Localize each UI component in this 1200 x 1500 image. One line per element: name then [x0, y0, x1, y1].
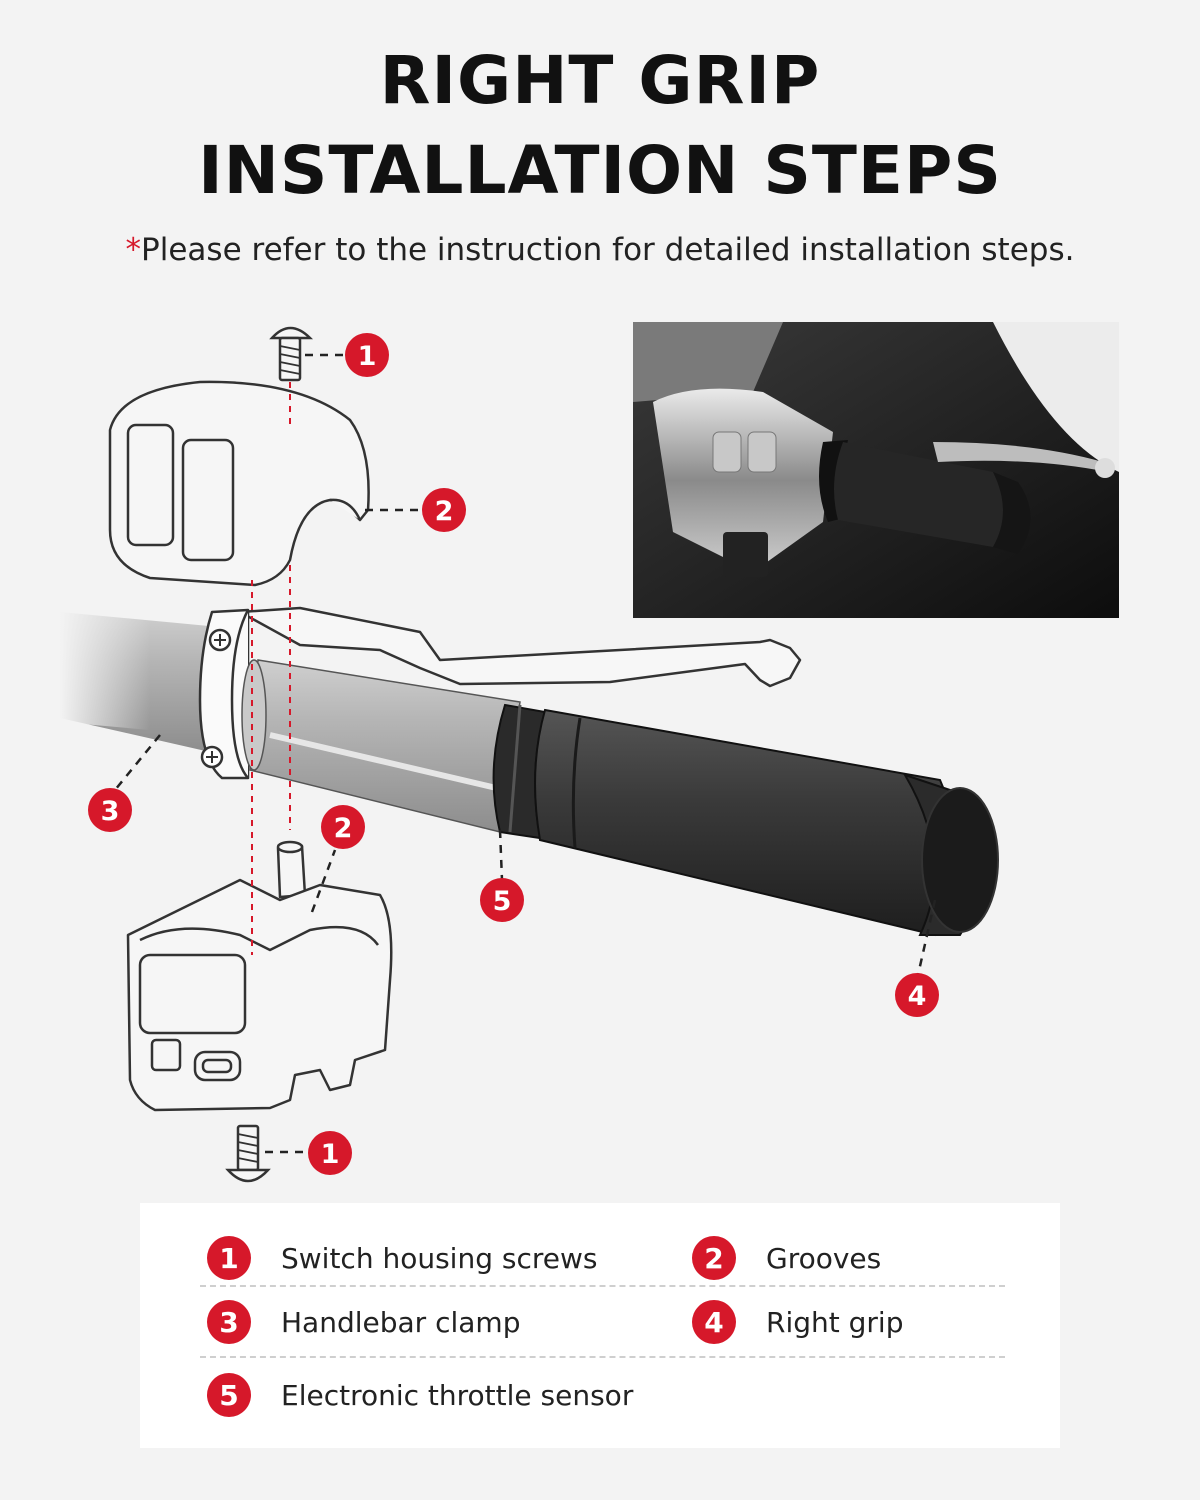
- callout-bottom-groove-num: 2: [334, 813, 353, 844]
- handlebar-clamp: [198, 608, 250, 780]
- installed-grip-image: [633, 322, 1119, 618]
- handlebar-tube: [60, 600, 230, 752]
- legend-item-handlebar-clamp: 3 Handlebar clamp: [207, 1297, 520, 1347]
- legend-badge: 5: [207, 1373, 251, 1417]
- legend-badge: 1: [207, 1236, 251, 1280]
- legend-item-switch-housing-screws: 1 Switch housing screws: [207, 1233, 597, 1283]
- legend-badge: 4: [692, 1300, 736, 1344]
- brake-lever: [238, 606, 802, 688]
- callout-clamp: 3: [88, 788, 132, 832]
- bottom-screw: [225, 1124, 271, 1183]
- page-title-line-2: INSTALLATION STEPS: [198, 132, 1002, 209]
- assembly-guide-lines: [251, 382, 291, 955]
- callout-bottom-screw: 1: [308, 1131, 352, 1175]
- legend-item-grooves: 2 Grooves: [692, 1233, 881, 1283]
- throttle-tube: [241, 659, 521, 833]
- legend-label: Electronic throttle sensor: [281, 1378, 634, 1412]
- lower-switch-housing: [126, 840, 393, 1112]
- legend-panel: 1 Switch housing screws 2 Grooves 3 Hand…: [140, 1203, 1060, 1448]
- callout-clamp-num: 3: [101, 796, 120, 827]
- legend-divider: [200, 1285, 1005, 1287]
- callout-bottom-groove: 2: [321, 805, 365, 849]
- legend-badge: 2: [692, 1236, 736, 1280]
- subtitle-text: Please refer to the instruction for deta…: [141, 232, 1075, 268]
- subtitle: *Please refer to the instruction for det…: [0, 232, 1200, 268]
- callout-top-screw: 1: [345, 333, 389, 377]
- callout-badges: 1 2 3 2 5 4 1: [88, 333, 939, 1175]
- callout-leaders: [114, 353, 937, 1154]
- top-screw: [269, 326, 314, 382]
- callout-grip-num: 4: [908, 981, 927, 1012]
- callout-grip: 4: [895, 973, 939, 1017]
- callout-top-screw-num: 1: [358, 341, 377, 372]
- subtitle-asterisk: *: [125, 232, 142, 268]
- legend-badge: 3: [207, 1300, 251, 1344]
- right-grip: [492, 703, 999, 937]
- legend-label: Handlebar clamp: [281, 1305, 521, 1339]
- legend-label: Switch housing screws: [281, 1241, 598, 1275]
- page-title-line-1: RIGHT GRIP: [379, 42, 821, 119]
- legend-label: Right grip: [766, 1305, 904, 1339]
- callout-top-groove: 2: [422, 488, 466, 532]
- legend-label: Grooves: [766, 1241, 882, 1275]
- callout-top-groove-num: 2: [435, 496, 454, 527]
- legend-divider: [200, 1356, 1005, 1358]
- legend-item-electronic-throttle-sensor: 5 Electronic throttle sensor: [207, 1370, 633, 1420]
- callout-throttle-sensor: 5: [480, 878, 524, 922]
- callout-bottom-screw-num: 1: [321, 1139, 340, 1170]
- legend-item-right-grip: 4 Right grip: [692, 1297, 903, 1347]
- upper-switch-housing: [108, 380, 370, 587]
- installed-grip-photo: [633, 322, 1119, 618]
- callout-throttle-sensor-num: 5: [493, 886, 512, 917]
